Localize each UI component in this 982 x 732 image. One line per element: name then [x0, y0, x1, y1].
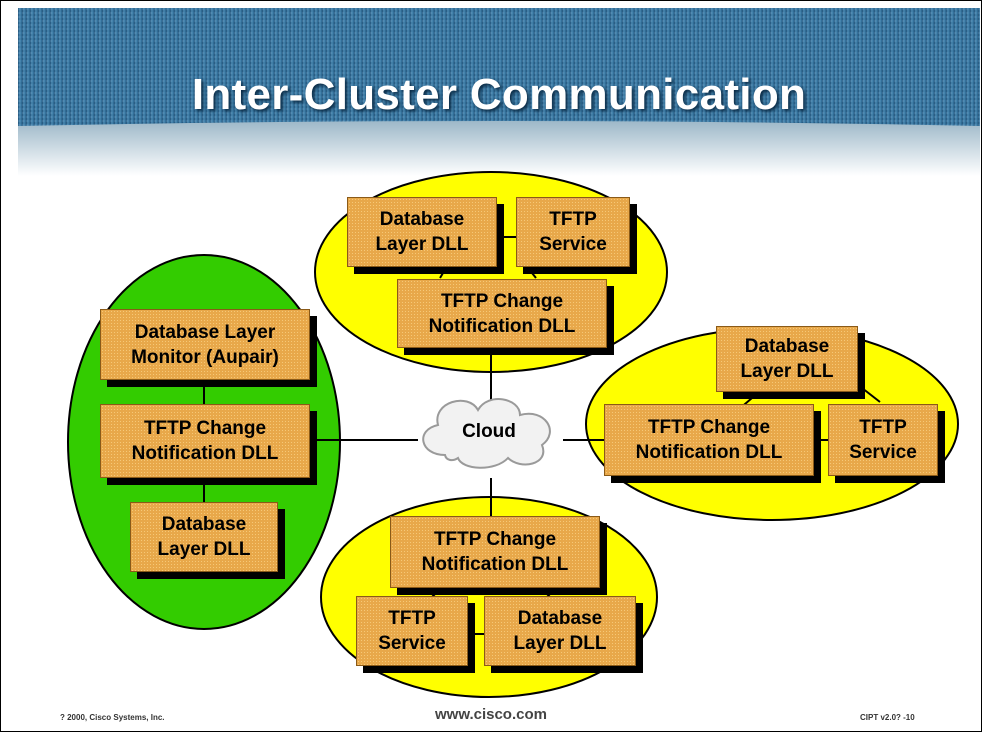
top-database-layer-dll: Database Layer DLL	[347, 197, 497, 267]
cloud-icon	[422, 398, 551, 469]
left-database-layer-dll: Database Layer DLL	[130, 502, 278, 572]
footer-course-code: CIPT v2.0? -10	[860, 713, 915, 722]
top-tftp-change-notification-dll: TFTP Change Notification DLL	[397, 279, 607, 348]
top-tftp-service: TFTP Service	[516, 197, 630, 267]
bottom-tftp-service: TFTP Service	[356, 596, 468, 666]
right-database-layer-dll: Database Layer DLL	[716, 326, 858, 392]
bottom-tftp-change-notification-dll: TFTP Change Notification DLL	[390, 516, 600, 588]
bottom-database-layer-dll: Database Layer DLL	[484, 596, 636, 666]
footer-url: www.cisco.com	[435, 706, 547, 723]
right-tftp-change-notification-dll: TFTP Change Notification DLL	[604, 404, 814, 476]
left-tftp-change-notification-dll: TFTP Change Notification DLL	[100, 404, 310, 478]
right-tftp-service: TFTP Service	[828, 404, 938, 476]
footer-copyright: ? 2000, Cisco Systems, Inc.	[60, 713, 165, 722]
title-banner	[18, 8, 980, 176]
left-database-layer-monitor: Database Layer Monitor (Aupair)	[100, 309, 310, 380]
cloud-label: Cloud	[462, 421, 516, 442]
slide-title: Inter-Cluster Communication	[191, 70, 807, 119]
